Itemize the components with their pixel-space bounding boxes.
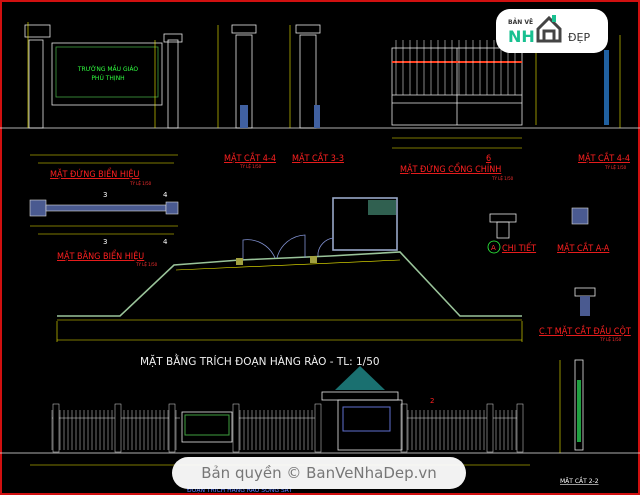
fence-column bbox=[168, 403, 176, 453]
detail-drawings: A CHI TIẾT MẶT CẮT A-A C.T MẶT CẮT ĐẦU C… bbox=[487, 207, 631, 342]
svg-text:TỶ LỆ 1/50: TỶ LỆ 1/50 bbox=[599, 337, 622, 342]
sign-text-line2: PHÚ THỊNH bbox=[91, 75, 124, 82]
svg-text:A: A bbox=[491, 244, 496, 252]
title-section-2-2: MẶT CẮT 2-2 bbox=[560, 477, 599, 485]
title-fence-elevation: ĐOẠN TRÍCH HÀNG RÀO SONG SẮT bbox=[187, 486, 293, 494]
sections-3-4: MẶT CẮT 4-4 MẶT CẮT 3-3 TỶ LỆ 1/50 bbox=[217, 24, 344, 169]
title-sign-plan: MẶT BẰNG BIỂN HIỆU bbox=[57, 249, 144, 262]
title-detail: CHI TIẾT bbox=[502, 242, 536, 254]
fence-column bbox=[232, 403, 240, 453]
title-section-a-a: MẶT CẮT A-A bbox=[557, 241, 610, 254]
svg-text:2: 2 bbox=[430, 397, 434, 405]
svg-text:TỶ LỆ 1/50: TỶ LỆ 1/50 bbox=[129, 181, 152, 186]
title-main-gate: MẶT ĐỨNG CỔNG CHÍNH bbox=[400, 162, 501, 175]
svg-text:3: 3 bbox=[103, 238, 107, 246]
sign-elevation: TRƯỜNG MẦU GIÁO PHÚ THỊNH MẶT ĐỨNG BIỂN … bbox=[24, 22, 183, 186]
fence-column bbox=[516, 403, 524, 453]
svg-text:TỶ LỆ 1/50: TỶ LỆ 1/50 bbox=[239, 164, 262, 169]
sign-text-line1: TRƯỜNG MẦU GIÁO bbox=[77, 65, 139, 73]
svg-text:3: 3 bbox=[103, 191, 107, 199]
fence-column bbox=[314, 403, 322, 453]
main-gate-elevation: MẶT ĐỨNG CỔNG CHÍNH 6 TỶ LỆ 1/50 MẶT CẮT… bbox=[391, 35, 630, 181]
title-column-head: C.T MẶT CẮT ĐẦU CỘT bbox=[539, 324, 631, 337]
brand-logo: BẢN VẼ NH ĐẸP bbox=[496, 9, 608, 53]
title-fence-plan: MẶT BẰNG TRÍCH ĐOẠN HÀNG RÀO - TL: 1/50 bbox=[140, 354, 380, 368]
fence-column bbox=[486, 403, 494, 453]
house-icon bbox=[536, 15, 562, 43]
fence-column bbox=[114, 403, 122, 453]
svg-text:6: 6 bbox=[486, 154, 491, 164]
svg-text:TỶ LỆ 1/50: TỶ LỆ 1/50 bbox=[491, 176, 514, 181]
svg-text:4: 4 bbox=[163, 238, 168, 246]
watermark: Bản quyền © BanVeNhaDep.vn bbox=[172, 457, 466, 489]
fence-column bbox=[52, 403, 60, 453]
title-section-4-4: MẶT CẮT 4-4 bbox=[224, 151, 276, 164]
fence-elevation: 2 ĐOẠN TRÍCH HÀNG RÀO SONG SẮT MẶT CẮT 2… bbox=[30, 359, 599, 494]
svg-text:4: 4 bbox=[163, 191, 168, 199]
title-section-4-4-right: MẶT CẮT 4-4 bbox=[578, 151, 630, 164]
svg-text:TỶ LỆ 1/50: TỶ LỆ 1/50 bbox=[604, 165, 627, 170]
svg-text:TỶ LỆ 1/50: TỶ LỆ 1/50 bbox=[135, 262, 158, 267]
fence-column bbox=[400, 403, 408, 453]
title-section-3-3: MẶT CẮT 3-3 bbox=[292, 151, 344, 164]
fence-plan: MẶT BẰNG TRÍCH ĐOẠN HÀNG RÀO - TL: 1/50 bbox=[56, 197, 523, 368]
sign-plan: 3 4 3 4 MẶT BẰNG BIỂN HIỆU TỶ LỆ 1/50 bbox=[29, 191, 179, 267]
title-sign-elevation: MẶT ĐỨNG BIỂN HIỆU bbox=[50, 167, 139, 180]
